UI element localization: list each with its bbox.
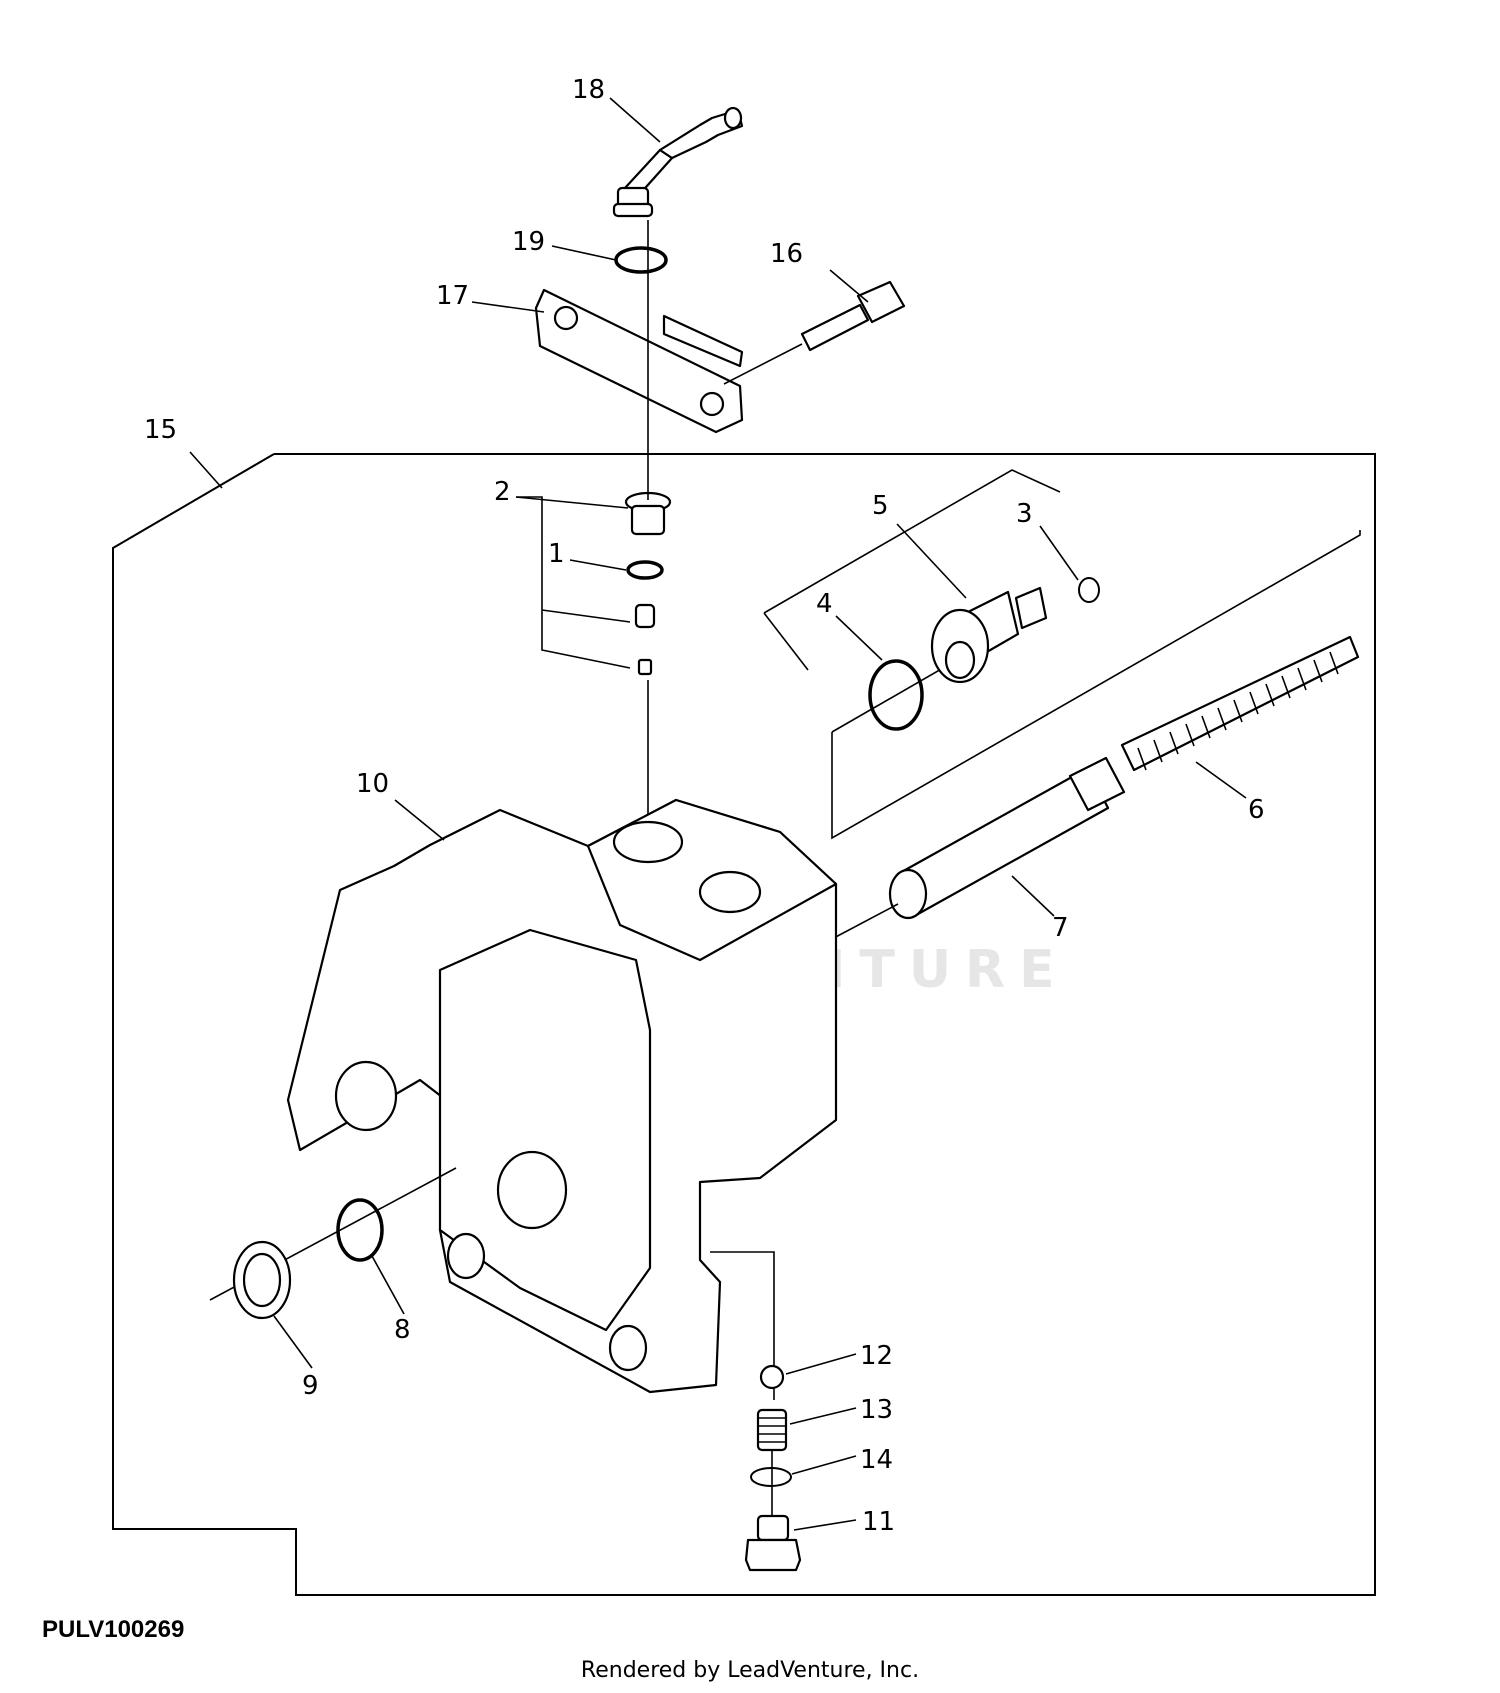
part-7-spool <box>888 756 1126 920</box>
part-3-o-ring <box>1078 577 1100 603</box>
callout-7: 7 <box>1052 913 1069 943</box>
callout-13: 13 <box>860 1395 893 1425</box>
callout-4: 4 <box>816 589 833 619</box>
callout-18: 18 <box>572 75 605 105</box>
part-5-valve <box>930 586 1048 684</box>
part-6-spring <box>1120 635 1360 772</box>
part-1-o-ring <box>626 560 664 580</box>
part-9-washer <box>232 1240 292 1320</box>
callout-6: 6 <box>1248 795 1265 825</box>
figure-id: PULV100269 <box>42 1616 185 1643</box>
leader-lines <box>189 97 1247 1531</box>
callout-5: 5 <box>872 491 889 521</box>
callout-19: 19 <box>512 227 545 257</box>
part-10-valve-housing <box>286 798 838 1394</box>
callout-2: 2 <box>494 477 511 507</box>
part-18-hose-elbow <box>612 106 744 218</box>
part-2-plug <box>624 491 672 536</box>
callout-11: 11 <box>862 1507 895 1537</box>
callout-1: 1 <box>548 539 565 569</box>
callout-10: 10 <box>356 769 389 799</box>
callout-15: 15 <box>144 415 177 445</box>
callout-12: 12 <box>860 1341 893 1371</box>
part-14-o-ring <box>750 1467 792 1487</box>
part-16-bolt <box>800 280 906 352</box>
part-19-o-ring <box>614 246 668 274</box>
callout-16: 16 <box>770 239 803 269</box>
callout-14: 14 <box>860 1445 893 1475</box>
assembly-boundary <box>112 453 1376 1596</box>
callout-9: 9 <box>302 1371 319 1401</box>
part-12-ball <box>759 1364 785 1390</box>
callout-8: 8 <box>394 1315 411 1345</box>
part-13-spring <box>756 1408 788 1452</box>
part-4-o-ring <box>868 659 924 731</box>
small-spring <box>637 658 653 676</box>
part-11-plug <box>744 1514 802 1572</box>
callout-17: 17 <box>436 281 469 311</box>
part-8-o-ring <box>336 1198 384 1262</box>
render-credit: Rendered by LeadVenture, Inc. <box>580 1658 920 1683</box>
valve-pin <box>634 603 656 629</box>
callout-3: 3 <box>1016 499 1033 529</box>
part-17-bracket <box>534 288 744 434</box>
